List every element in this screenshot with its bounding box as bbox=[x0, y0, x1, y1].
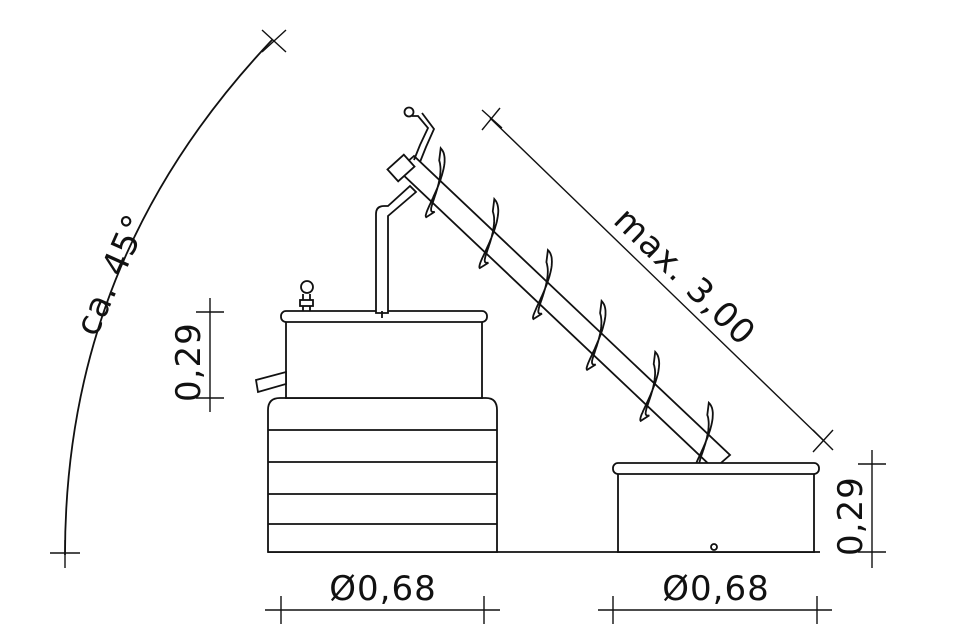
left-upper-basin bbox=[254, 280, 488, 399]
right-height-label: 0,29 bbox=[831, 476, 871, 556]
length-tick-top-b bbox=[481, 109, 503, 129]
support-stand bbox=[375, 184, 418, 318]
right-height-dimension: 0,29 bbox=[831, 450, 886, 568]
upper-basin-body bbox=[285, 317, 483, 399]
screw-assembly bbox=[386, 106, 732, 474]
angle-arc bbox=[64, 39, 273, 556]
angle-tick-top-b bbox=[261, 29, 287, 53]
left-height-dimension: 0,29 bbox=[169, 298, 224, 412]
screw-flight bbox=[478, 196, 500, 270]
stand-pipe bbox=[375, 184, 418, 314]
length-tick-bottom-b bbox=[812, 429, 834, 451]
length-label: max. 3,00 bbox=[606, 200, 764, 354]
crank-arm bbox=[412, 115, 430, 161]
angle-label: ca. 45° bbox=[68, 208, 157, 342]
left-diameter-dimension: Ø0,68 bbox=[265, 569, 500, 624]
drain-plug-icon bbox=[710, 543, 718, 551]
screw-flight bbox=[639, 349, 661, 423]
screw-flight bbox=[532, 248, 553, 321]
crank-knob-icon bbox=[403, 106, 415, 118]
screw-flight bbox=[585, 298, 607, 372]
lower-basin-body bbox=[617, 469, 815, 553]
valve-collar bbox=[299, 299, 314, 307]
top-bearing bbox=[386, 153, 416, 183]
length-dimension-line bbox=[489, 117, 824, 441]
left-height-label: 0,29 bbox=[169, 322, 209, 402]
crank-arm-outer bbox=[419, 112, 436, 163]
right-diameter-label: Ø0,68 bbox=[662, 569, 769, 609]
length-tick-bottom-a bbox=[812, 429, 834, 453]
right-diameter-dimension: Ø0,68 bbox=[598, 569, 832, 624]
right-lower-basin bbox=[612, 462, 820, 553]
left-base-stack bbox=[267, 397, 498, 553]
valve-knob-icon bbox=[300, 280, 314, 294]
angle-dimension: ca. 45° bbox=[50, 29, 287, 568]
left-diameter-label: Ø0,68 bbox=[329, 569, 436, 609]
outlet-pipe bbox=[254, 370, 287, 394]
screw-flight bbox=[424, 146, 446, 219]
lower-basin-rim bbox=[612, 462, 820, 475]
left-base-body bbox=[267, 397, 498, 553]
